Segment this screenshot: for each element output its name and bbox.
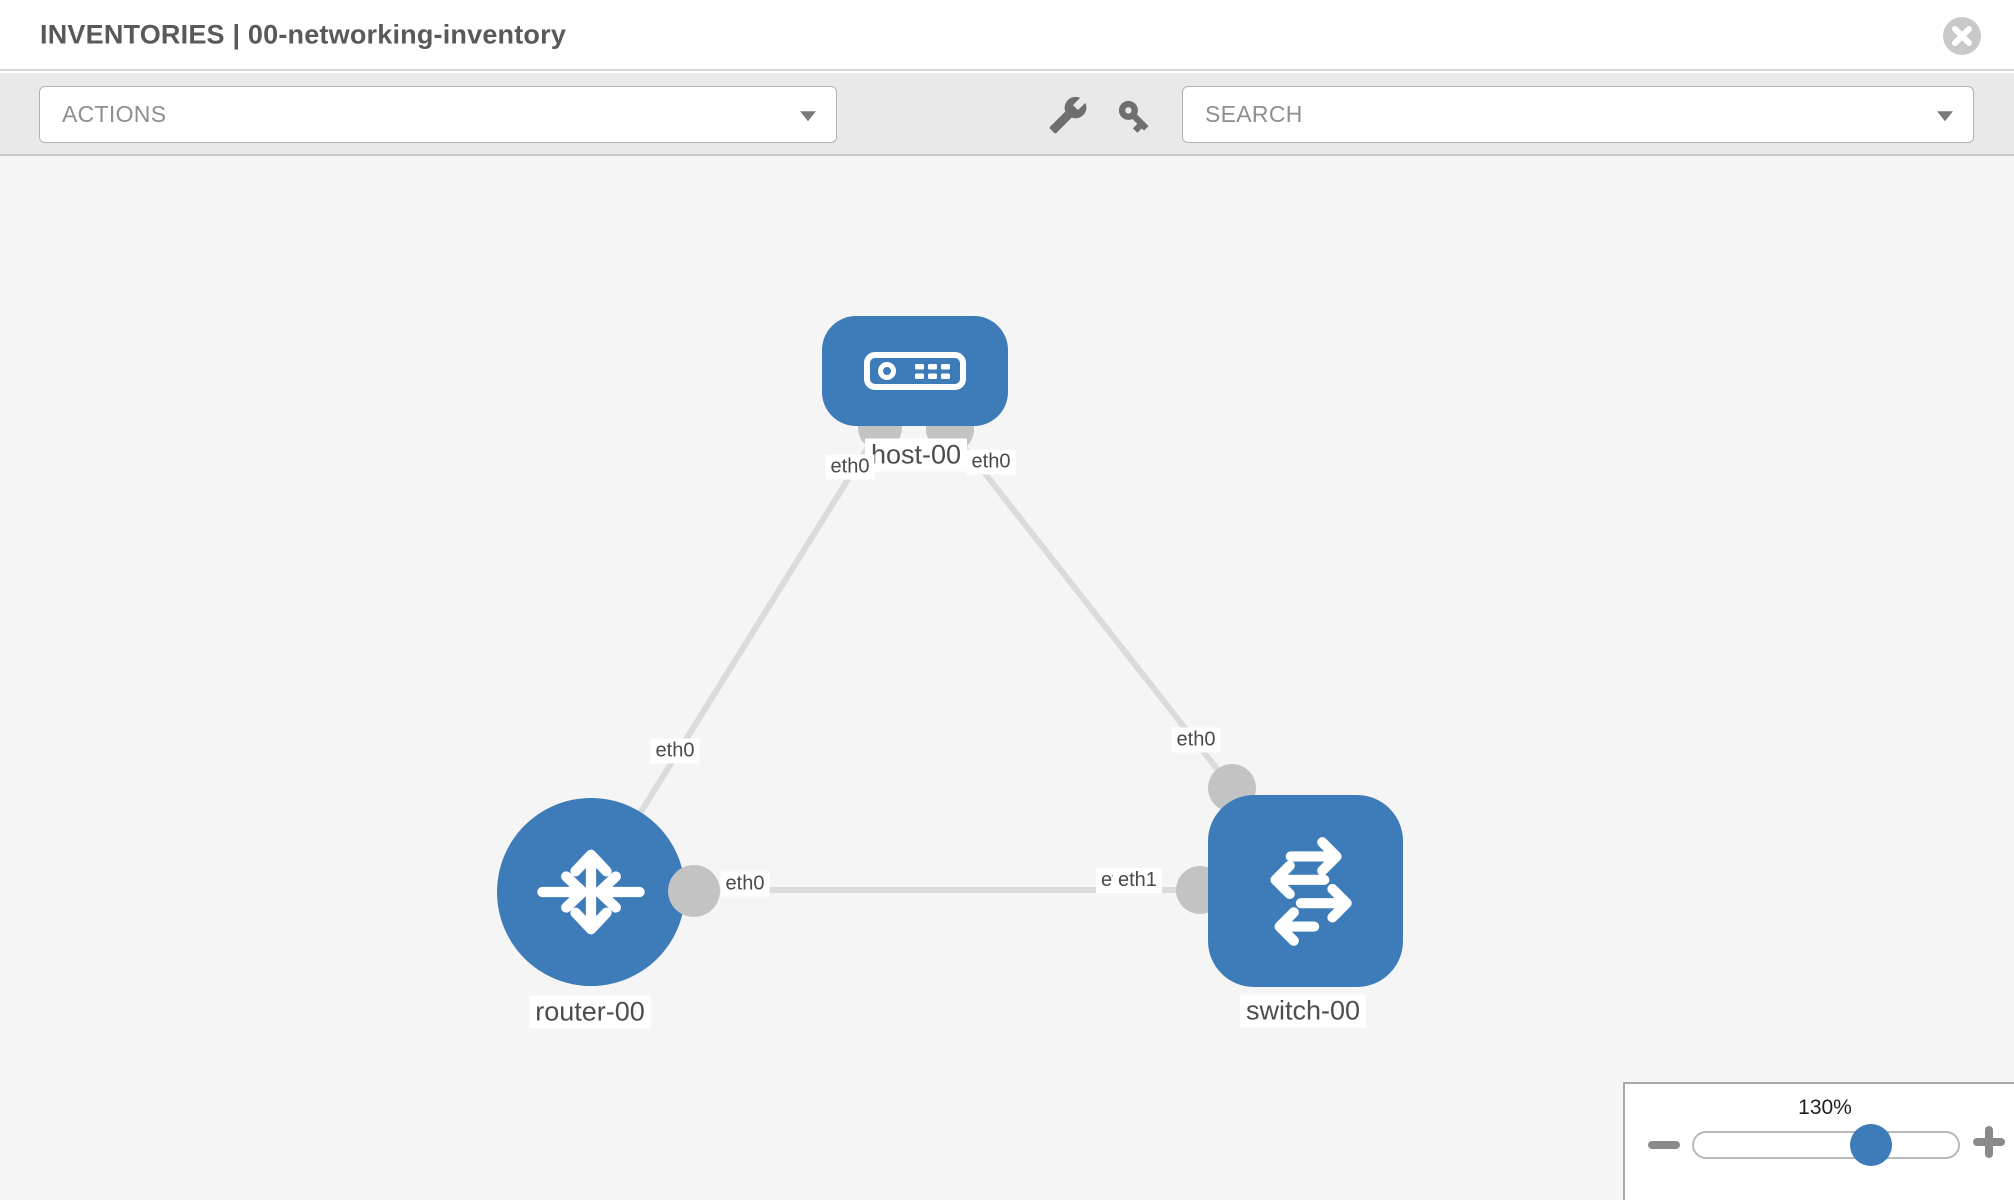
actions-select-label: ACTIONS bbox=[62, 101, 167, 127]
node-router[interactable] bbox=[497, 798, 685, 986]
plus-icon bbox=[1973, 1126, 2005, 1158]
actions-select[interactable]: ACTIONS bbox=[39, 86, 837, 143]
router-icon bbox=[537, 849, 645, 935]
host-icon bbox=[864, 352, 966, 390]
interface-label-host-to-switch: eth0 bbox=[966, 449, 1016, 475]
zoom-in-button[interactable] bbox=[1973, 1126, 2005, 1163]
zoom-panel: 130% bbox=[1623, 1082, 2014, 1200]
search-select-label: SEARCH bbox=[1205, 101, 1303, 127]
wrench-button[interactable] bbox=[1048, 95, 1088, 140]
panel-header: INVENTORIES | 00-networking-inventory bbox=[0, 0, 2014, 71]
node-host[interactable] bbox=[822, 316, 1008, 426]
switch-icon bbox=[1269, 837, 1352, 946]
node-label-router: router-00 bbox=[529, 995, 651, 1029]
minus-icon bbox=[1648, 1141, 1680, 1149]
interface-label-router-to-switch: eth0 bbox=[720, 871, 770, 897]
interface-label-host-to-router: eth0 bbox=[825, 454, 875, 480]
page-title: INVENTORIES | 00-networking-inventory bbox=[40, 19, 567, 49]
node-switch[interactable] bbox=[1208, 795, 1403, 987]
caret-down-icon bbox=[1937, 110, 1953, 121]
wrench-icon bbox=[1049, 96, 1087, 134]
topology-canvas[interactable] bbox=[0, 156, 2014, 1200]
key-button[interactable] bbox=[1115, 97, 1153, 140]
key-icon bbox=[1118, 100, 1149, 133]
close-icon bbox=[1943, 17, 1981, 55]
interface-label-switch-to-router: eth1 bbox=[1113, 868, 1162, 893]
node-label-host: host-00 bbox=[864, 438, 968, 472]
node-label-switch: switch-00 bbox=[1239, 994, 1367, 1028]
interface-label-switch-to-host: eth0 bbox=[1171, 727, 1221, 753]
caret-down-icon bbox=[800, 110, 816, 121]
port-circle bbox=[668, 865, 720, 917]
close-button[interactable] bbox=[1942, 16, 1982, 56]
search-select[interactable]: SEARCH bbox=[1182, 86, 1974, 143]
toolbar: ACTIONS SEARCH bbox=[0, 73, 2014, 156]
zoom-out-button[interactable] bbox=[1648, 1137, 1680, 1155]
zoom-level: 130% bbox=[1798, 1096, 1852, 1119]
zoom-slider[interactable] bbox=[1692, 1131, 1960, 1159]
interface-label-router-to-host: eth0 bbox=[650, 738, 700, 764]
zoom-slider-handle[interactable] bbox=[1850, 1124, 1892, 1166]
